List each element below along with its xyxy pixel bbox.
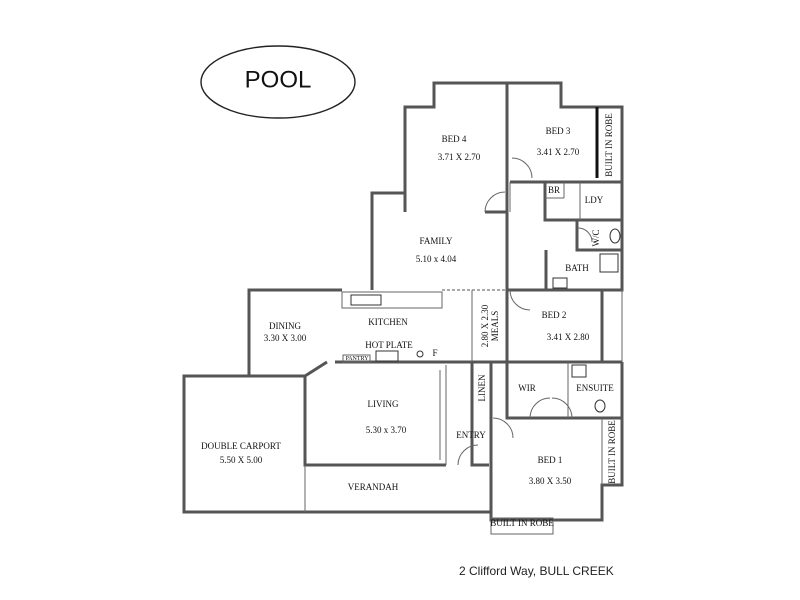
bed3-robe-label: BUILT IN ROBE (604, 113, 614, 177)
ldy-label: LDY (585, 195, 604, 205)
bed1-robe-side-label: BUILT IN ROBE (607, 420, 617, 484)
pool-outline (200, 45, 356, 119)
entry-label: ENTRY (456, 430, 486, 440)
wc-walls (575, 220, 624, 252)
wir-bottom-wall (505, 362, 622, 420)
family-size: 5.10 x 4.04 (416, 254, 457, 264)
dining-size: 3.30 X 3.00 (264, 333, 307, 343)
br-label: BR (548, 185, 560, 195)
living-diag-wall (304, 360, 328, 378)
bed4-size: 3.71 X 2.70 (438, 152, 481, 162)
bed1-size: 3.80 X 3.50 (529, 476, 572, 486)
wc-label: W/C (591, 230, 601, 247)
entry-door-swing (457, 444, 479, 466)
dining-walls (247, 288, 342, 376)
linen-label: LINEN (477, 374, 487, 401)
kitchen-label: KITCHEN (368, 317, 408, 327)
family-name: FAMILY (420, 236, 453, 246)
bed2-door-swing (509, 289, 531, 311)
verandah-label: VERANDAH (348, 482, 399, 492)
ensuite-shower-icon (571, 364, 587, 378)
living-walls (303, 376, 446, 467)
dining-name: DINING (269, 321, 301, 331)
wir-label: WIR (518, 383, 536, 393)
fridge-label: F (432, 348, 437, 358)
bed1-robe-bottom-label: BUILT IN ROBE (490, 518, 554, 528)
ensuite-toilet-icon (594, 399, 606, 413)
ensuite-label: ENSUITE (576, 383, 614, 393)
meals-size: 2.80 X 2.30 (480, 304, 490, 347)
kitchen-bench (341, 291, 443, 309)
entry-left-wall (470, 362, 489, 467)
bed1-name: BED 1 (538, 455, 563, 465)
bed4-walls (403, 81, 509, 214)
hotplate-label: HOT PLATE (365, 340, 413, 350)
bed2-name: BED 2 (542, 310, 567, 320)
bed4-name: BED 4 (442, 134, 467, 144)
hotplate-icon (375, 350, 399, 362)
carport-walls (182, 374, 491, 514)
family-left-wall (370, 191, 407, 290)
pool-label: POOL (245, 67, 312, 94)
pantry-label: PANTRY (345, 356, 369, 362)
wc-door-swing (577, 227, 593, 243)
wc-toilet-icon (609, 228, 621, 244)
ensuite-door-swing (551, 397, 573, 419)
bed1-door-swing (492, 417, 514, 439)
living-size: 5.30 x 3.70 (366, 425, 407, 435)
bed3-door-swing (511, 157, 533, 179)
bed2-walls (505, 288, 604, 364)
carport-size: 5.50 X 5.00 (220, 455, 263, 465)
bath-vanity-icon (599, 253, 619, 273)
meals-name: MEALS (490, 311, 500, 342)
bed4-door-swing (484, 191, 506, 213)
bath-basin-icon (552, 277, 568, 289)
bed3-walls (507, 81, 624, 182)
ldy-walls (543, 182, 624, 222)
address-label: 2 Clifford Way, BULL CREEK (459, 564, 614, 578)
pantry-box (342, 354, 371, 363)
carport-name: DOUBLE CARPORT (201, 441, 281, 451)
kitchen-sink-icon (350, 294, 382, 306)
bed2-size: 3.41 X 2.80 (547, 332, 590, 342)
bed1-walls (489, 418, 624, 522)
bed3-name: BED 3 (546, 126, 571, 136)
living-name: LIVING (368, 399, 399, 409)
bed3-size: 3.41 X 2.70 (537, 147, 580, 157)
wir-door-swing (529, 397, 551, 419)
bath-label: BATH (565, 263, 589, 273)
appliance-circle-icon (416, 350, 424, 358)
bed1-robe-bottom-box (490, 517, 554, 535)
